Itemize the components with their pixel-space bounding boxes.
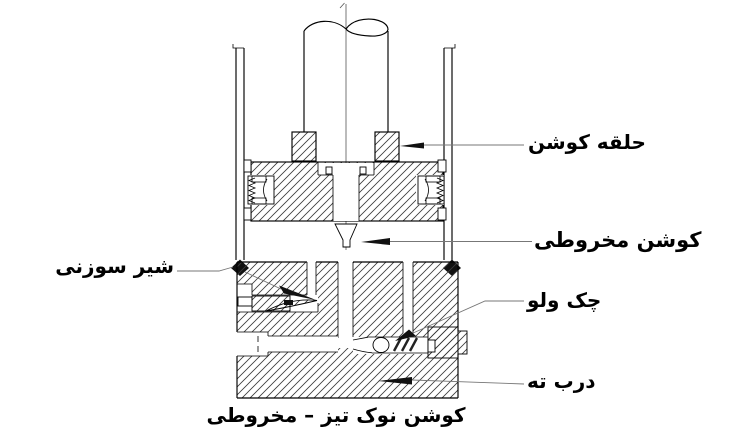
- rod-break-symbol: [303, 18, 389, 37]
- label-check-valve: چک ولو: [527, 288, 602, 312]
- tie-rod-left: [232, 44, 245, 260]
- check-valve-assembly: [372, 326, 468, 359]
- cushion-ring-left: [291, 131, 317, 162]
- tie-rod-right: [443, 44, 456, 260]
- rod-seal-right: [416, 159, 447, 221]
- cylinder-head: [250, 161, 444, 222]
- leader-bottom-cap: [378, 377, 525, 385]
- cushion-ring-arrow: [400, 142, 424, 149]
- label-needle-valve: شیر سوزنی: [55, 254, 174, 278]
- needle-valve-arrow: [279, 285, 316, 300]
- leader-conical-cushion: [361, 238, 532, 245]
- conical-cushion-spear: [334, 223, 358, 248]
- conical-cushion-arrow: [361, 238, 390, 245]
- bottom-cap-arrow: [378, 377, 412, 385]
- leader-needle-valve: [177, 266, 316, 300]
- check-valve-arrow: [395, 329, 416, 341]
- label-bottom-cap: درب ته: [527, 369, 596, 393]
- leader-check-valve: [395, 300, 524, 341]
- leader-cushion-ring: [400, 142, 524, 149]
- needle-valve-assembly: [237, 295, 318, 312]
- cushion-ring-right: [374, 131, 400, 162]
- diagram-caption: کوشن نوک تیز – مخروطی: [206, 403, 466, 427]
- label-conical-cushion: کوشن مخروطی: [534, 228, 702, 252]
- piston-rod: [303, 31, 389, 132]
- label-cushion-ring: حلقه کوشن: [528, 130, 646, 154]
- bottom-cap-block: [236, 261, 459, 399]
- rod-seal-left: [243, 159, 275, 221]
